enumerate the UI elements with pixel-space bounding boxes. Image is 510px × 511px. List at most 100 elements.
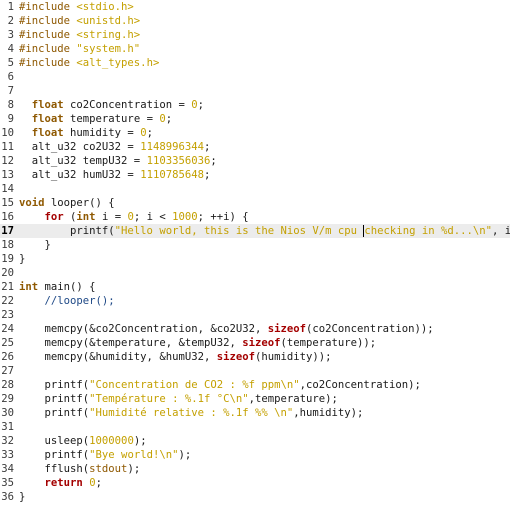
code-line[interactable]: 27 bbox=[0, 364, 510, 378]
line-code: float co2Concentration = 0; bbox=[19, 98, 204, 112]
code-token: <unistd.h> bbox=[76, 15, 141, 27]
code-token: main() { bbox=[38, 281, 96, 293]
code-token: "Température : %.1f °C\n" bbox=[89, 393, 249, 405]
code-line[interactable]: 26 memcpy(&humidity, &humU32, sizeof(hum… bbox=[0, 350, 510, 364]
line-number: 15 bbox=[1, 197, 14, 209]
code-line[interactable]: 25 memcpy(&temperature, &tempU32, sizeof… bbox=[0, 336, 510, 350]
line-number: 9 bbox=[7, 113, 14, 125]
code-line[interactable]: 23 bbox=[0, 308, 510, 322]
code-token: ; bbox=[203, 169, 211, 181]
code-token: sizeof bbox=[242, 337, 281, 349]
code-line[interactable]: 35 return 0; bbox=[0, 476, 510, 490]
code-line[interactable]: 29 printf("Température : %.1f °C\n",temp… bbox=[0, 392, 510, 406]
line-number: 16 bbox=[1, 211, 14, 223]
line-number: 27 bbox=[1, 365, 14, 377]
line-code: printf("Humidité relative : %.1f %% \n",… bbox=[19, 406, 364, 420]
code-line[interactable]: 22 //looper(); bbox=[0, 294, 510, 308]
code-token: "Hello world, this is the Nios V/m cpu bbox=[114, 225, 364, 237]
line-code: float humidity = 0; bbox=[19, 126, 153, 140]
code-token: <alt_types.h> bbox=[76, 57, 160, 69]
code-token: printf( bbox=[19, 407, 90, 419]
code-token: ; bbox=[203, 141, 211, 153]
code-token: , i); bbox=[491, 225, 510, 237]
code-token bbox=[19, 477, 45, 489]
code-line[interactable]: 31 bbox=[0, 420, 510, 434]
code-line[interactable]: 16 for (int i = 0; i < 1000; ++i) { bbox=[0, 210, 510, 224]
code-token: ; bbox=[197, 99, 204, 111]
code-line[interactable]: 7 bbox=[0, 84, 510, 98]
code-line[interactable]: 30 printf("Humidité relative : %.1f %% \… bbox=[0, 406, 510, 420]
code-token: printf( bbox=[19, 225, 115, 237]
line-number: 3 bbox=[7, 29, 14, 41]
code-token: memcpy(&temperature, &tempU32, bbox=[19, 337, 243, 349]
code-line[interactable]: 5#include <alt_types.h> bbox=[0, 56, 510, 70]
code-token: int bbox=[76, 211, 96, 223]
line-code: printf("Bye world!\n"); bbox=[19, 448, 192, 462]
code-token: 1103356036 bbox=[146, 155, 211, 167]
code-line[interactable]: 17 printf("Hello world, this is the Nios… bbox=[0, 224, 510, 238]
code-token: <string.h> bbox=[76, 29, 141, 41]
code-line[interactable]: 18 } bbox=[0, 238, 510, 252]
code-line[interactable]: 6 bbox=[0, 70, 510, 84]
code-line[interactable]: 33 printf("Bye world!\n"); bbox=[0, 448, 510, 462]
code-token: stdout bbox=[89, 463, 128, 475]
code-line[interactable]: 36} bbox=[0, 490, 510, 504]
code-token bbox=[19, 99, 32, 111]
code-token: (humidity)); bbox=[255, 351, 332, 363]
code-line[interactable]: 11 alt_u32 co2U32 = 1148996344; bbox=[0, 140, 510, 154]
line-number: 11 bbox=[1, 141, 14, 153]
text-cursor bbox=[363, 225, 365, 237]
code-line[interactable]: 12 alt_u32 tempU32 = 1103356036; bbox=[0, 154, 510, 168]
code-line[interactable]: 10 float humidity = 0; bbox=[0, 126, 510, 140]
line-code: for (int i = 0; i < 1000; ++i) { bbox=[19, 210, 249, 224]
code-line[interactable]: 32 usleep(1000000); bbox=[0, 434, 510, 448]
line-code: #include <unistd.h> bbox=[19, 14, 140, 28]
line-code: printf("Concentration de CO2 : %f ppm\n"… bbox=[19, 378, 421, 392]
code-token: } bbox=[19, 239, 51, 251]
code-line[interactable]: 34 fflush(stdout); bbox=[0, 462, 510, 476]
line-code: memcpy(&humidity, &humU32, sizeof(humidi… bbox=[19, 350, 332, 364]
code-line[interactable]: 2#include <unistd.h> bbox=[0, 14, 510, 28]
line-code: float temperature = 0; bbox=[19, 112, 172, 126]
code-token: memcpy(&co2Concentration, &co2U32, bbox=[19, 323, 268, 335]
line-code: } bbox=[19, 252, 25, 266]
line-number: 22 bbox=[1, 295, 14, 307]
code-token: alt_u32 co2U32 = bbox=[19, 141, 141, 153]
code-token: ); bbox=[178, 449, 192, 461]
line-number: 26 bbox=[1, 351, 14, 363]
code-line[interactable]: 28 printf("Concentration de CO2 : %f ppm… bbox=[0, 378, 510, 392]
line-number: 7 bbox=[7, 85, 14, 97]
code-line[interactable]: 4#include "system.h" bbox=[0, 42, 510, 56]
line-code: } bbox=[19, 238, 51, 252]
code-token: <stdio.h> bbox=[76, 1, 134, 13]
code-token bbox=[19, 295, 45, 307]
code-line[interactable]: 24 memcpy(&co2Concentration, &co2U32, si… bbox=[0, 322, 510, 336]
code-token: printf( bbox=[19, 449, 90, 461]
code-line[interactable]: 20 bbox=[0, 266, 510, 280]
line-code: //looper(); bbox=[19, 294, 115, 308]
code-line[interactable]: 19} bbox=[0, 252, 510, 266]
code-token: 1000 bbox=[172, 211, 198, 223]
line-number: 25 bbox=[1, 337, 14, 349]
code-token: ( bbox=[63, 211, 77, 223]
line-number: 5 bbox=[7, 57, 14, 69]
code-token: } bbox=[19, 491, 26, 503]
code-line[interactable]: 14 bbox=[0, 182, 510, 196]
code-token: co2Concentration = bbox=[63, 99, 192, 111]
code-token: ; i < bbox=[133, 211, 173, 223]
code-line[interactable]: 9 float temperature = 0; bbox=[0, 112, 510, 126]
line-code: printf("Température : %.1f °C\n",tempera… bbox=[19, 392, 338, 406]
code-token bbox=[19, 127, 32, 139]
code-line[interactable]: 8 float co2Concentration = 0; bbox=[0, 98, 510, 112]
code-line[interactable]: 1#include <stdio.h> bbox=[0, 0, 510, 14]
code-line[interactable]: 13 alt_u32 humU32 = 1110785648; bbox=[0, 168, 510, 182]
line-code: #include <stdio.h> bbox=[19, 0, 134, 14]
code-token: ,co2Concentration); bbox=[299, 379, 421, 391]
line-number: 33 bbox=[1, 449, 14, 461]
line-number: 8 bbox=[7, 99, 14, 111]
code-line[interactable]: 3#include <string.h> bbox=[0, 28, 510, 42]
line-number: 4 bbox=[7, 43, 14, 55]
